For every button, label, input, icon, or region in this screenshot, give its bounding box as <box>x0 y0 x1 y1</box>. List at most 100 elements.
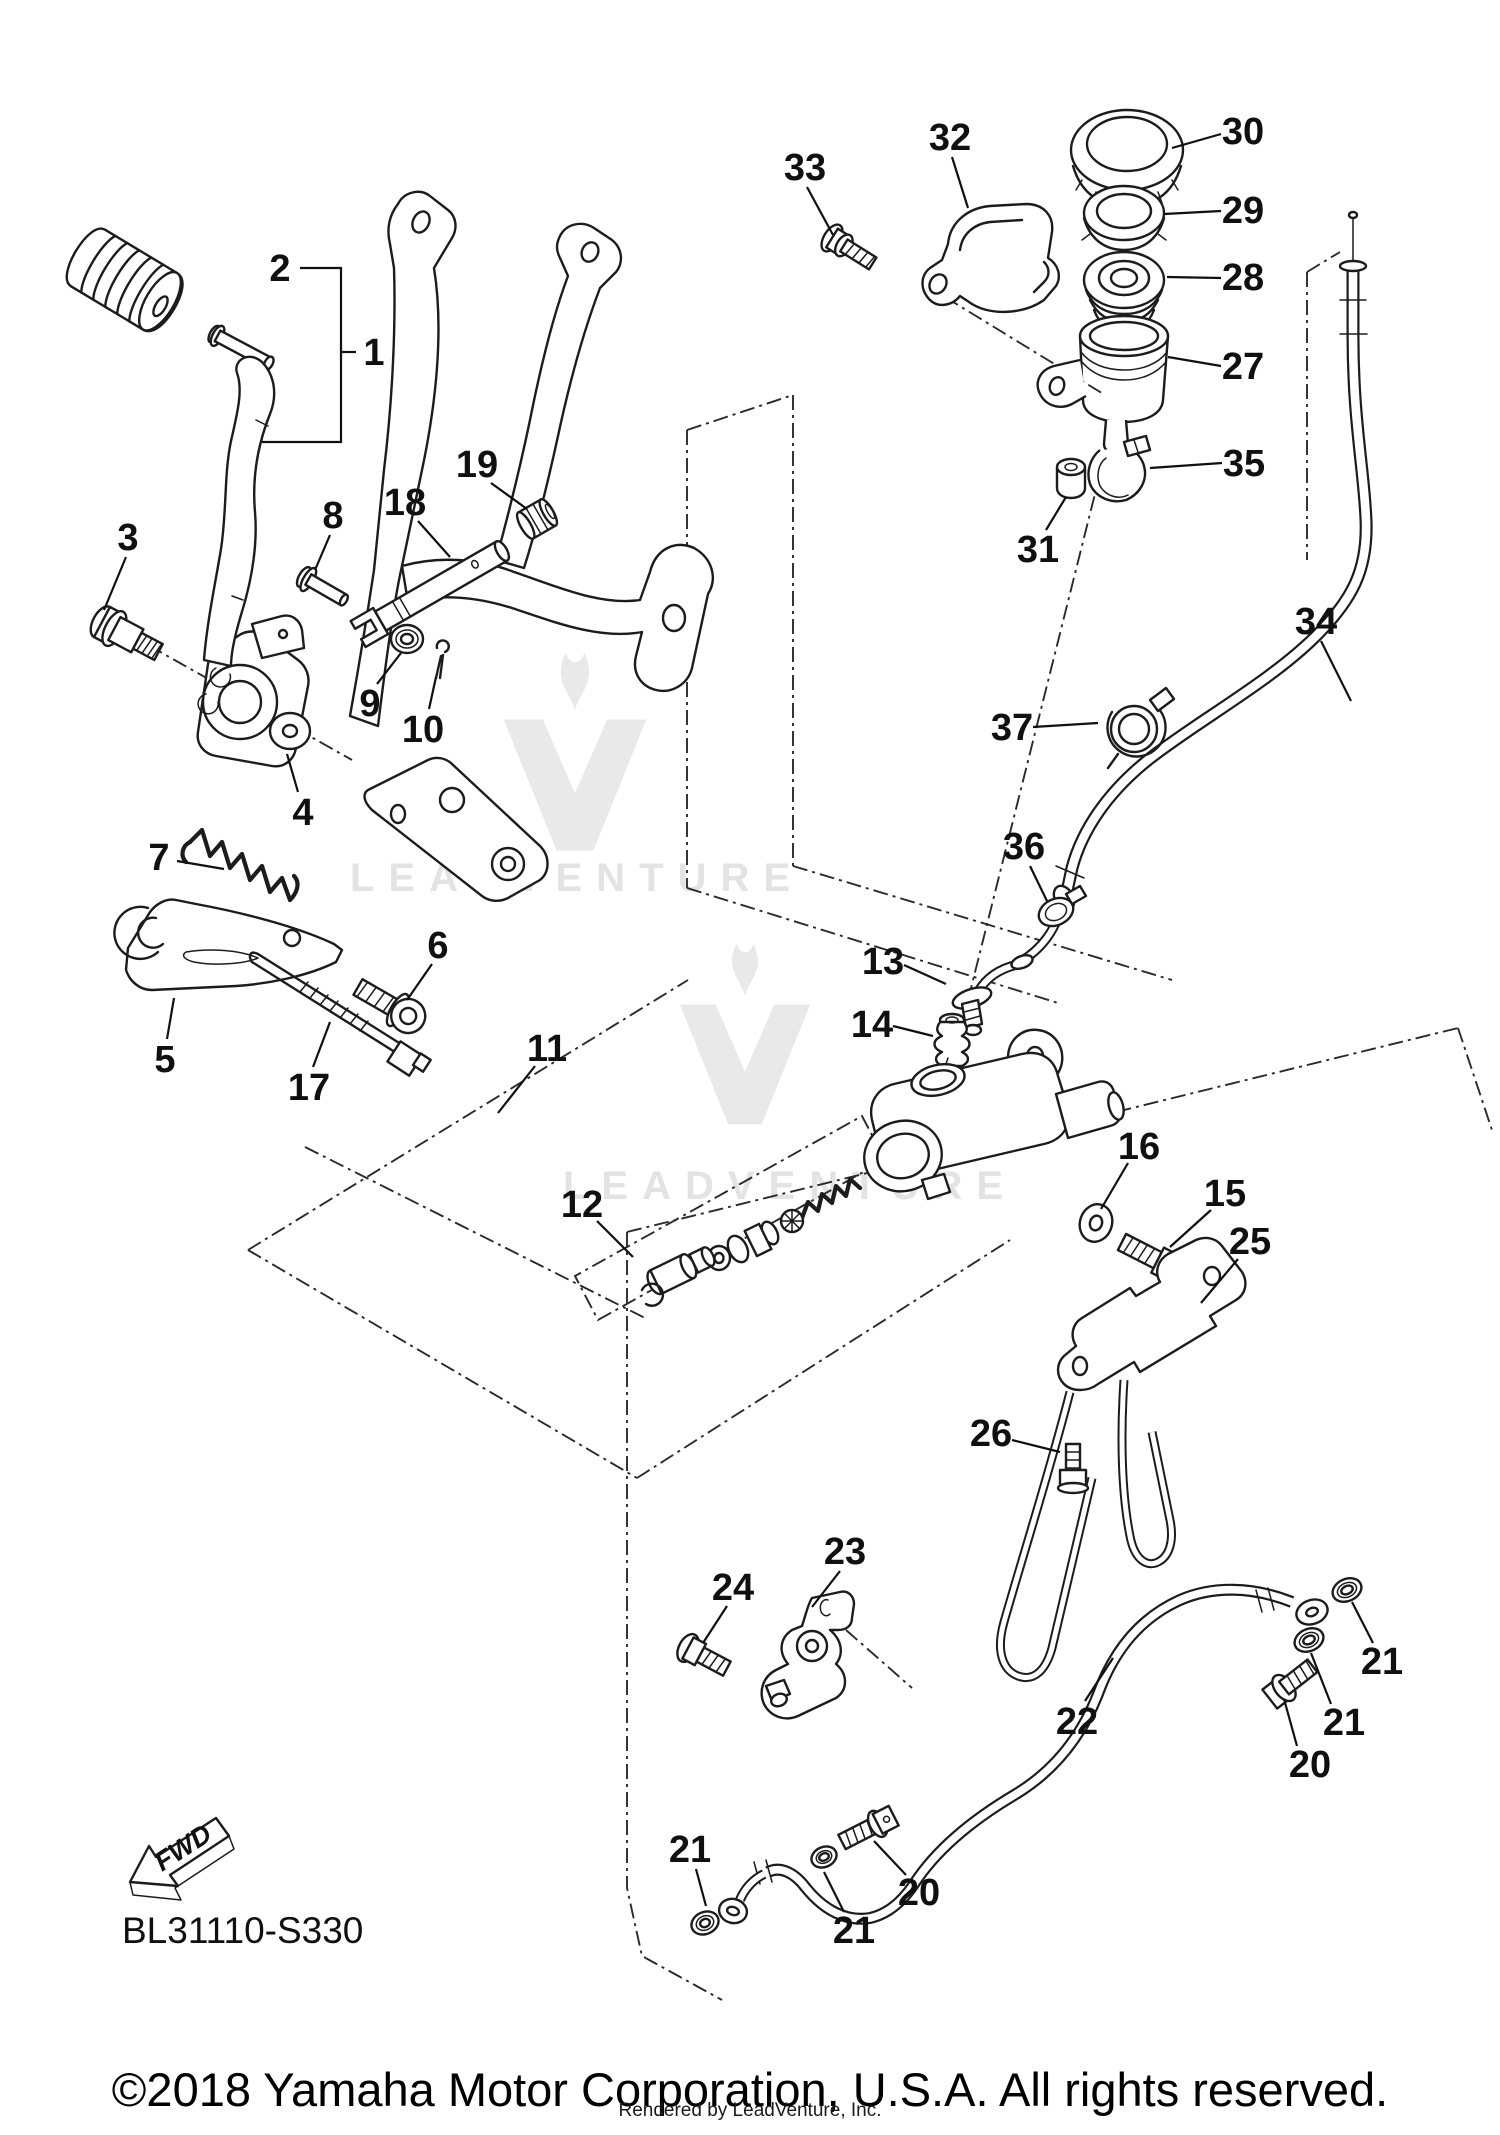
callout-leader-12 <box>596 1220 634 1258</box>
callout-35: 35 <box>1223 443 1265 485</box>
callout-25: 25 <box>1229 1221 1271 1263</box>
callout-8: 8 <box>322 495 343 537</box>
part-bolt-24 <box>676 1632 732 1677</box>
part-bolt-33 <box>820 223 878 271</box>
callout-bracket-1-2 <box>262 266 343 444</box>
callout-leader-21 <box>1351 1601 1374 1644</box>
callout-17: 17 <box>288 1067 330 1109</box>
callout-leader-17 <box>311 1021 332 1068</box>
part-clevis-pin-8 <box>295 565 350 607</box>
part-boot-14 <box>933 1012 971 1095</box>
part-frame-bracket <box>348 190 714 902</box>
callout-leader-31 <box>1045 496 1067 531</box>
copyright-text: ©2018 Yamaha Motor Corporation, U.S.A. A… <box>111 2063 1389 2116</box>
callout-26: 26 <box>970 1413 1012 1455</box>
callout-leader-13 <box>903 963 947 986</box>
part-banjo-bolt-20 <box>1261 1658 1319 1710</box>
watermark-flame-v-icon <box>679 943 811 1125</box>
part-diaphragm-plate-29 <box>1081 184 1167 252</box>
callout-30: 30 <box>1222 111 1264 153</box>
callout-2: 2 <box>269 248 290 290</box>
part-return-spring-7 <box>180 827 300 903</box>
callout-5: 5 <box>154 1039 175 1081</box>
callout-leader-28 <box>1166 275 1222 280</box>
diagram-part-code: BL31110-S330 <box>122 1910 363 1951</box>
callout-leader-19 <box>490 482 528 510</box>
callout-leader-6 <box>406 963 433 1001</box>
part-bracket-5 <box>113 898 344 992</box>
callout-leader-5 <box>165 997 176 1040</box>
part-bolt-6 <box>352 978 427 1035</box>
callout-20: 20 <box>1289 1744 1331 1786</box>
callout-leader-21 <box>1309 1652 1333 1705</box>
callout-leader-22 <box>1084 1657 1114 1702</box>
callout-32: 32 <box>929 117 971 159</box>
assembly-axis-lines <box>99 251 1493 2001</box>
callout-leader-8 <box>313 534 332 571</box>
callout-leader-35 <box>1149 461 1223 470</box>
part-washer-21-set <box>690 1577 1363 1936</box>
callout-24: 24 <box>712 1567 754 1609</box>
callout-3: 3 <box>117 517 138 559</box>
part-brake-hose-22 <box>717 1583 1329 1925</box>
part-elbow-joint-13 <box>951 954 1034 1037</box>
part-reservoir-tank-27 <box>1036 314 1170 462</box>
callout-21: 21 <box>1323 1702 1365 1744</box>
callout-leader-37 <box>1032 721 1099 729</box>
part-hose-clamp-35 <box>1087 434 1152 503</box>
callout-21: 21 <box>669 1829 711 1871</box>
callout-leader-30 <box>1171 132 1222 150</box>
fwd-arrow-icon: FWD <box>128 1816 235 1901</box>
part-adjust-rod-17 <box>248 951 432 1077</box>
callout-15: 15 <box>1204 1173 1246 1215</box>
callout-36: 36 <box>1003 826 1045 868</box>
part-rod-18 <box>349 539 511 649</box>
callout-20: 20 <box>898 1872 940 1914</box>
callout-leader-24 <box>702 1605 728 1644</box>
callout-leader-7 <box>176 859 225 871</box>
part-pipe-clamp-37 <box>1106 686 1176 770</box>
callout-33: 33 <box>784 147 826 189</box>
callout-11: 11 <box>527 1028 567 1070</box>
callout-leader-15 <box>1169 1209 1212 1248</box>
callout-7: 7 <box>148 837 169 879</box>
callout-27: 27 <box>1222 346 1264 388</box>
part-hose-stay-25 <box>996 1236 1247 1682</box>
part-n-nut-19 <box>515 498 559 540</box>
callout-31: 31 <box>1017 529 1059 571</box>
callout-leader-23 <box>811 1570 841 1608</box>
callout-10: 10 <box>402 709 444 751</box>
callout-leader-21 <box>694 1868 708 1907</box>
callout-37: 37 <box>991 707 1033 749</box>
callout-9: 9 <box>359 683 380 725</box>
callout-19: 19 <box>456 444 498 486</box>
callout-22: 22 <box>1056 1701 1098 1743</box>
callout-4: 4 <box>292 792 313 834</box>
callout-leader-18 <box>417 520 451 558</box>
part-washer-4 <box>268 711 312 751</box>
callout-leader-20 <box>1282 1698 1299 1747</box>
callout-leader-20 <box>873 1840 907 1876</box>
callout-leader-26 <box>1011 1438 1061 1454</box>
callout-leader-33 <box>806 186 834 236</box>
callout-14: 14 <box>851 1004 893 1046</box>
callout-leader-27 <box>1167 355 1222 368</box>
callout-leader-25 <box>1200 1258 1239 1304</box>
callout-6: 6 <box>427 925 448 967</box>
part-banjo-bolt-20b <box>837 1804 900 1851</box>
callout-leader-4 <box>285 753 300 793</box>
part-reservoir-holder-32 <box>921 202 1060 314</box>
part-footpeg-rubber <box>65 227 184 333</box>
callout-leader-10 <box>427 676 438 710</box>
callout-leader-29 <box>1163 209 1222 216</box>
callout-leader-11 <box>497 1065 536 1114</box>
part-washer-16 <box>1078 1203 1114 1243</box>
part-hose-bracket-23 <box>760 1590 856 1720</box>
watermark-flame-v-icon <box>503 652 647 851</box>
callout-28: 28 <box>1222 257 1264 299</box>
watermark-text: LEADVENTURE <box>350 856 804 900</box>
part-bolt-26 <box>1056 1442 1090 1495</box>
